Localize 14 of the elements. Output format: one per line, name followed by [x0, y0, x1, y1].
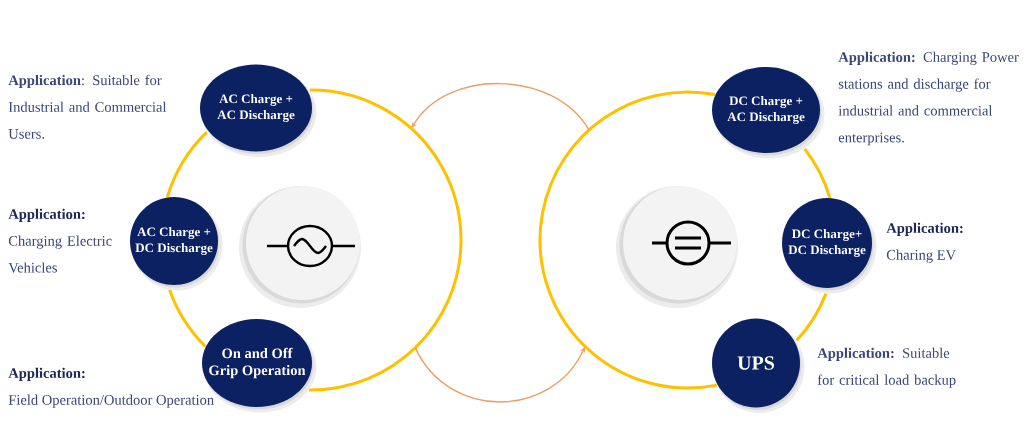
- description-text: Application: Suitable for Industrial and Commercial Users.: [8, 74, 167, 139]
- heading-text: Application:: [8, 208, 85, 222]
- ellipse-node: DC Charge + AC Discharge: [712, 67, 825, 159]
- ellipse-node: AC Charge + DC Discharge: [130, 197, 223, 291]
- heading-text: Application:: [8, 367, 85, 381]
- description-text: Charing EV: [886, 249, 956, 263]
- curved-arrow: [411, 82, 590, 131]
- ellipse-node: AC Charge + AC Discharge: [200, 64, 317, 157]
- description-text: Application: Charging Power stations and discharge for industrial and commercial enterprises.: [838, 51, 1019, 146]
- description-text: Application: Suitable for critical load backup: [817, 347, 956, 388]
- description-text: Charging Electric Vehicles: [8, 235, 112, 273]
- heading-text: Application:: [886, 222, 963, 236]
- ellipse-node: UPS: [712, 318, 805, 413]
- ellipse-node: DC Charge+ DC Discharge: [782, 198, 877, 294]
